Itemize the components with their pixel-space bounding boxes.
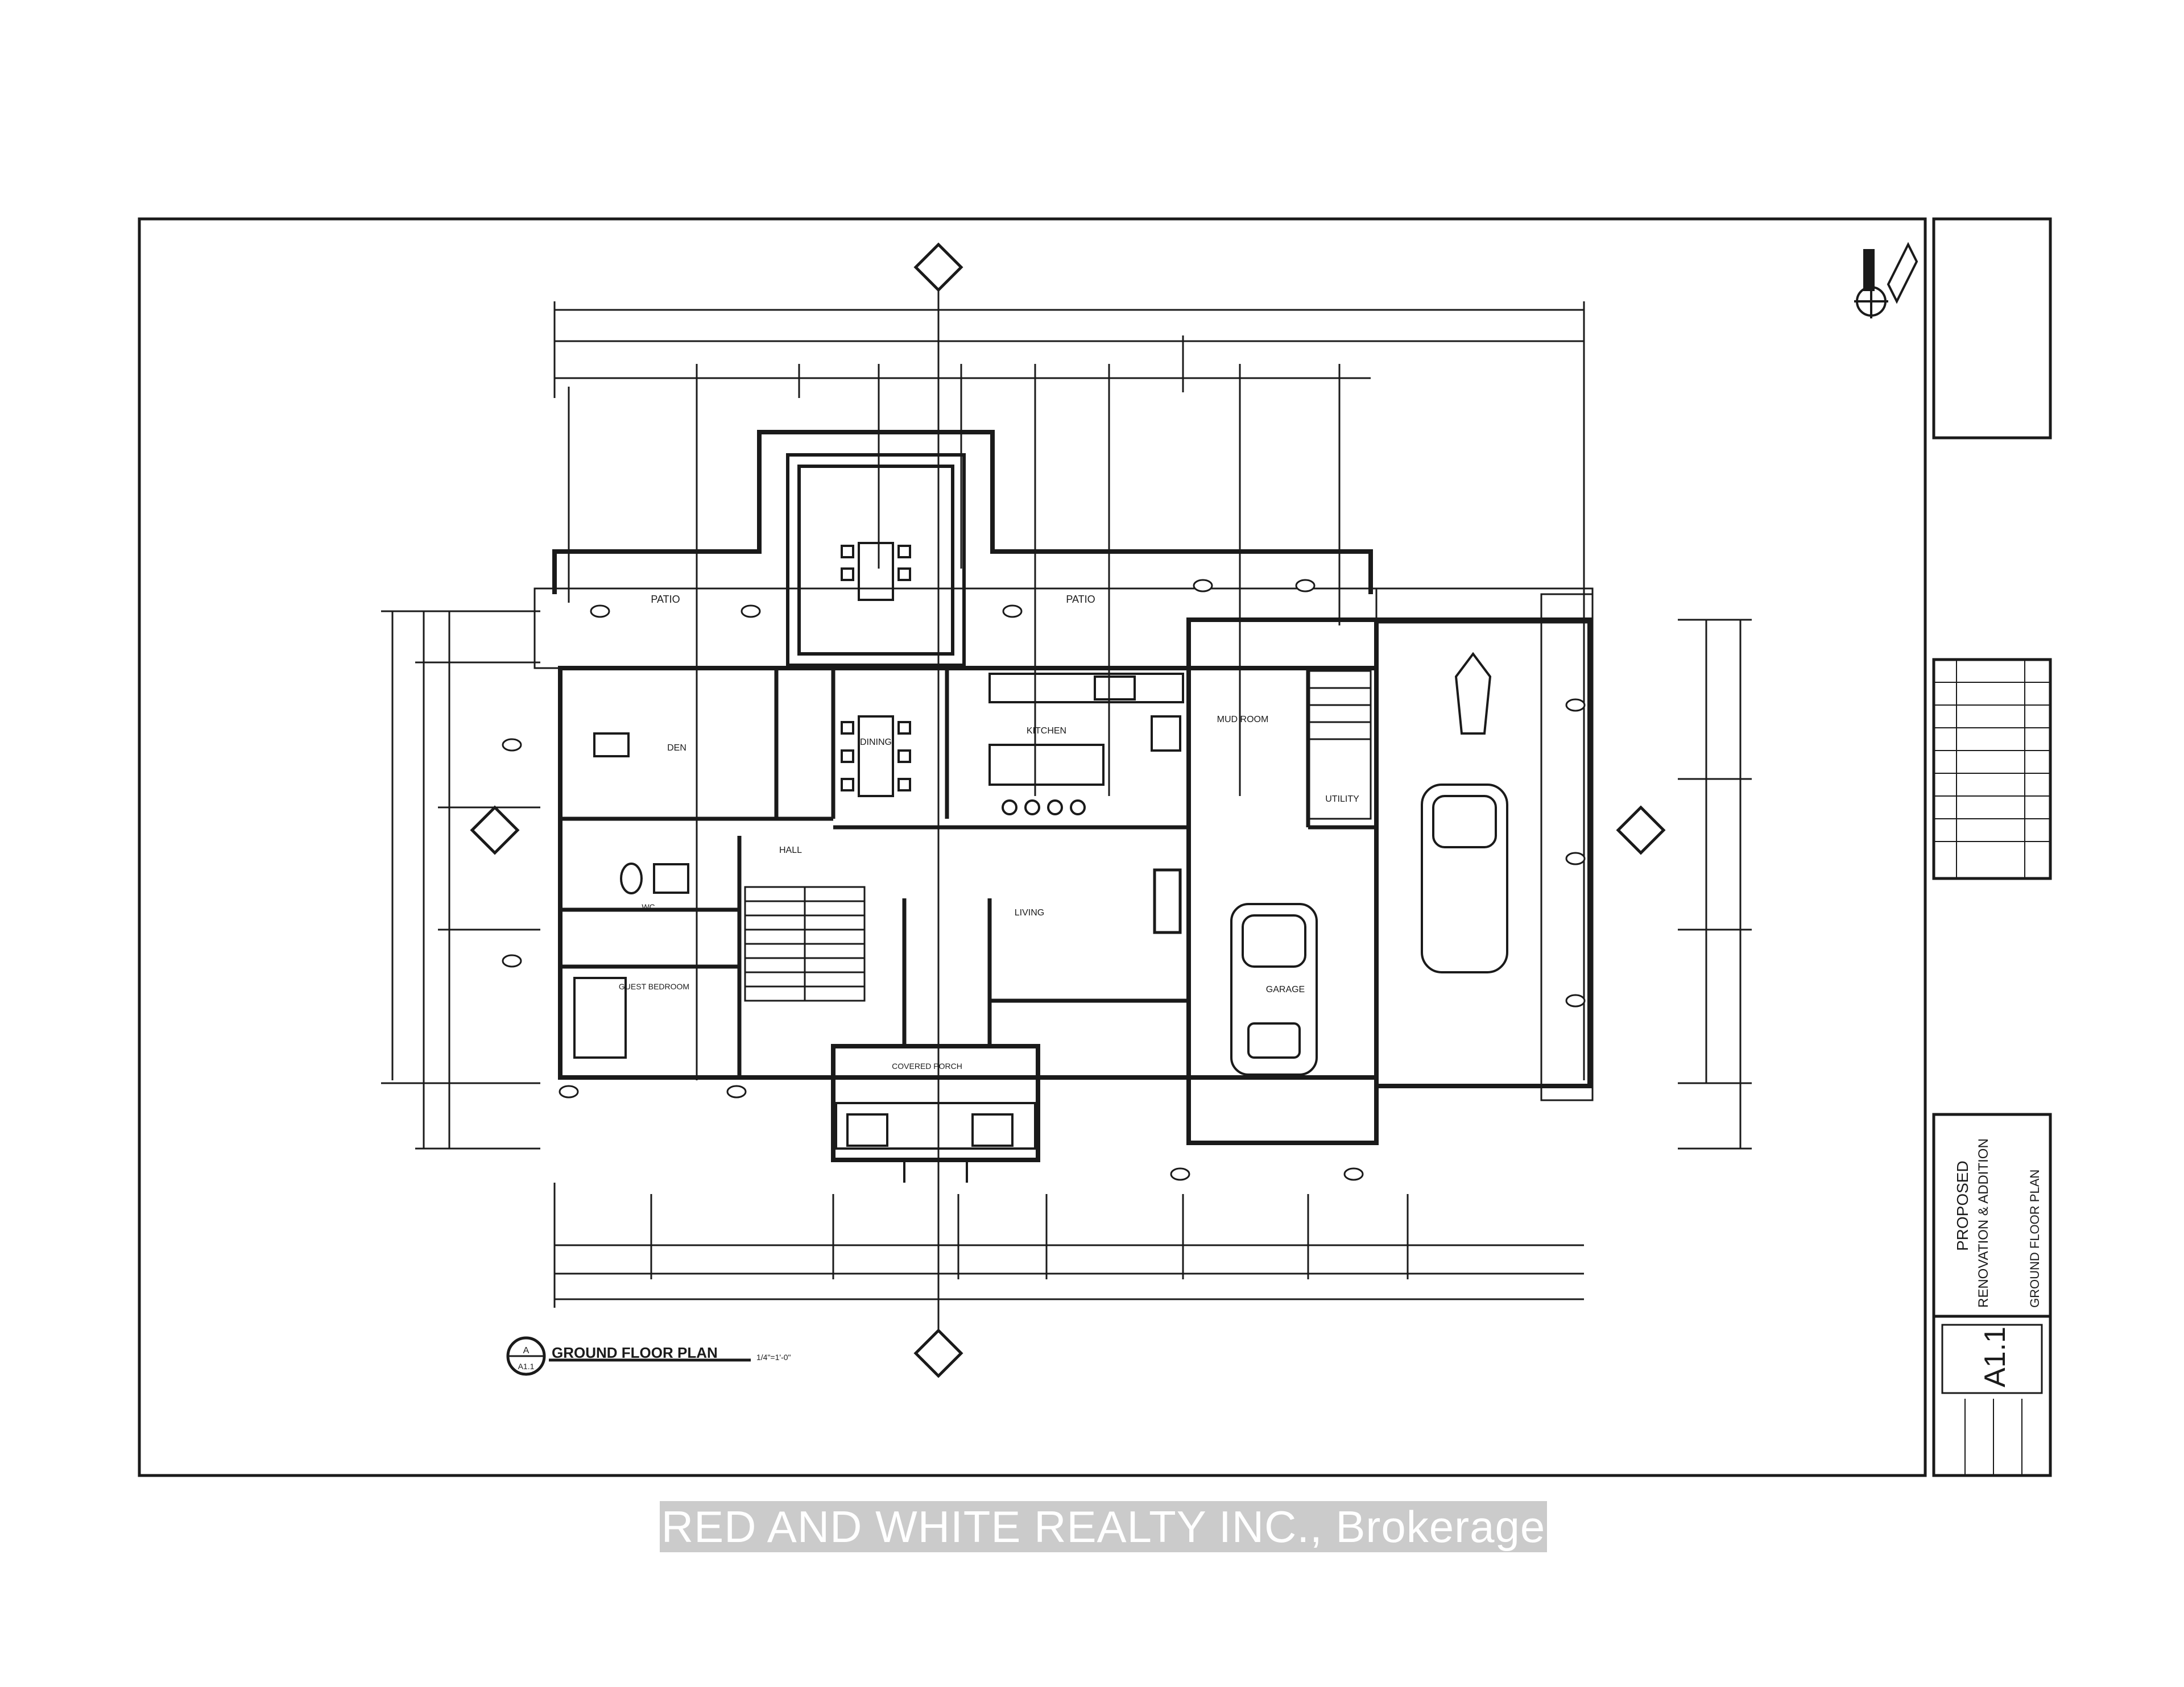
- sheet-number-grid: [1964, 1399, 2022, 1475]
- porch-steps: [835, 1102, 1036, 1183]
- sheet-number-box: [1932, 1315, 2052, 1477]
- title-block-top-box: [1932, 217, 2052, 440]
- room-label-covered-porch: COVERED PORCH: [892, 1062, 962, 1071]
- bath-fixtures: [573, 732, 689, 1059]
- room-label-mud-room: MUD ROOM: [1217, 715, 1269, 724]
- dining-furniture: [841, 542, 911, 797]
- carport-car: [1421, 652, 1508, 973]
- north-arrow-icon: [1854, 242, 1918, 318]
- stairs: [744, 670, 1372, 1002]
- room-label-den: DEN: [667, 743, 686, 753]
- room-label-bedroom: GUEST BEDROOM: [619, 982, 689, 991]
- plan-detail-ref-bottom: A1.1: [518, 1362, 535, 1371]
- dimension-lines-top: [553, 301, 1585, 1080]
- fireplace: [1153, 868, 1182, 934]
- kitchen-fixtures: [988, 673, 1184, 815]
- patio-outline: [533, 587, 1594, 1101]
- section-markers: [470, 242, 1666, 1378]
- title-block-project-line1: PROPOSED: [1954, 1160, 1971, 1251]
- revision-table-lines: [1934, 660, 2050, 878]
- title-block-project-line2: RENOVATION & ADDITION: [1976, 1138, 1991, 1308]
- dining-bay: [786, 453, 966, 667]
- plan-title-marker: [506, 1336, 751, 1376]
- room-label-patio-left: PATIO: [651, 594, 680, 605]
- room-label-kitchen: KITCHEN: [1027, 726, 1066, 736]
- watermark: RED AND WHITE REALTY INC., Brokerage: [660, 1501, 1547, 1552]
- building-outline: [552, 430, 1592, 1162]
- title-block-sheet-number: A1.1: [1979, 1327, 2012, 1387]
- grid-tags: [502, 579, 1586, 1181]
- room-label-garage: GARAGE: [1266, 985, 1305, 994]
- revision-table: [1932, 658, 2052, 880]
- sheet-number-inner: [1941, 1324, 2043, 1394]
- plan-title: GROUND FLOOR PLAN: [552, 1344, 718, 1361]
- plan-scale-note: 1/4"=1'-0": [756, 1353, 791, 1362]
- room-label-wc: WC: [642, 902, 655, 911]
- room-label-dining: DINING: [860, 737, 892, 747]
- dimension-lines-bottom: [553, 1183, 1584, 1308]
- interior-walls: [560, 668, 1376, 1143]
- title-block-drawing-title: GROUND FLOOR PLAN: [2028, 1170, 2042, 1308]
- sheet-border: [138, 217, 1927, 1477]
- dimension-lines-left: [381, 610, 540, 1150]
- room-label-hall: HALL: [779, 845, 802, 855]
- dimension-lines-right: [1678, 619, 1752, 1150]
- garage-car: [1230, 903, 1318, 1076]
- room-label-utility: UTILITY: [1325, 794, 1359, 804]
- room-label-living: LIVING: [1015, 908, 1044, 918]
- plan-detail-ref-top: A: [523, 1346, 530, 1356]
- room-label-patio-right: PATIO: [1066, 594, 1095, 605]
